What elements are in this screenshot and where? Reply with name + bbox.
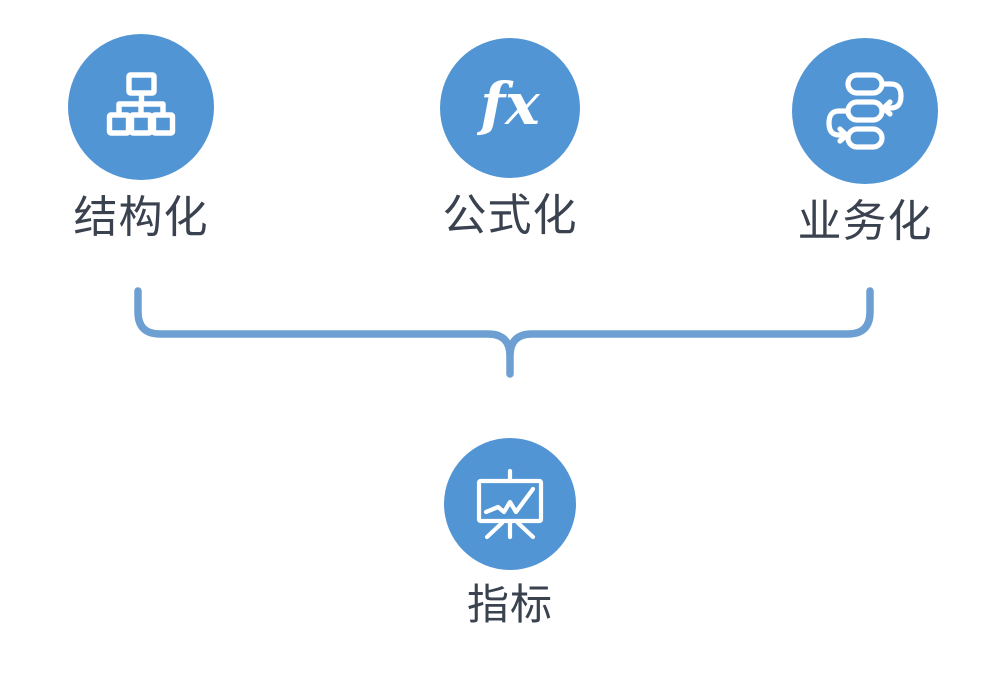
node-indicator-label: 指标 — [466, 580, 553, 629]
node-formula[interactable]: fx 公式化 — [440, 38, 580, 238]
node-structured-label: 结构化 — [73, 192, 209, 243]
hierarchy-icon — [106, 72, 176, 136]
node-business[interactable]: 业务化 — [792, 38, 938, 244]
node-indicator-circle[interactable] — [444, 438, 576, 570]
node-business-circle[interactable] — [792, 38, 938, 184]
function-fx-icon: fx — [476, 70, 541, 138]
node-business-label: 业务化 — [797, 196, 933, 247]
node-formula-circle[interactable]: fx — [440, 38, 580, 178]
node-formula-label: 公式化 — [442, 190, 578, 241]
node-structured-circle[interactable] — [68, 34, 214, 180]
node-indicator[interactable]: 指标 — [444, 438, 576, 626]
presentation-chart-icon — [476, 468, 544, 540]
node-structured[interactable]: 结构化 — [68, 34, 214, 240]
process-flow-icon — [826, 72, 904, 150]
svg-text:fx: fx — [476, 70, 541, 138]
